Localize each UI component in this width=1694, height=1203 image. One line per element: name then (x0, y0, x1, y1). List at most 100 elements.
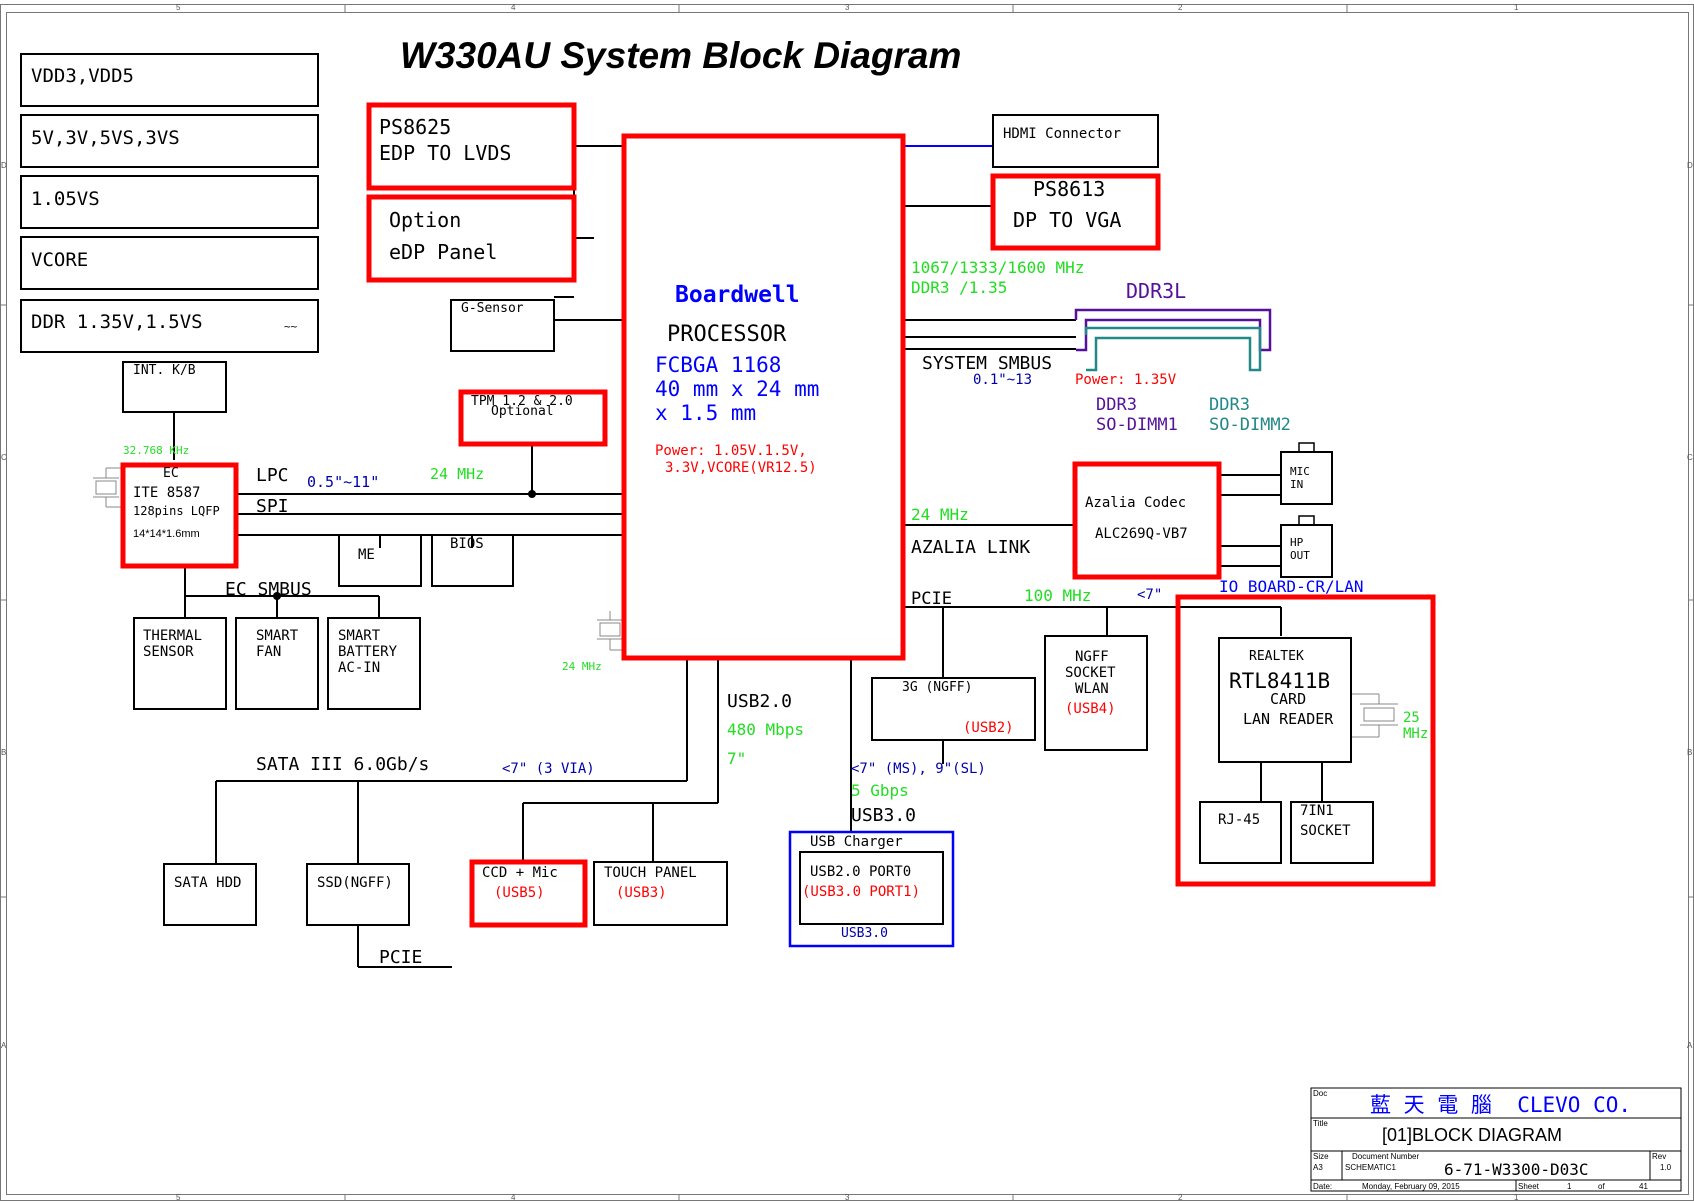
usb-charger-line1: USB2.0 PORT0 (810, 864, 911, 880)
int-kb-label: INT. K/B (133, 363, 196, 378)
junctions (273, 490, 536, 600)
rail-label-105vs: 1.05VS (31, 188, 100, 210)
bios-box (431, 534, 514, 587)
ccd-line2: (USB5) (494, 885, 545, 901)
border-row-d-left: D (1, 161, 7, 170)
border-row-c-right: C (1687, 453, 1693, 462)
ec-size: 14*14*1.6mm (133, 528, 200, 540)
ssd-box (306, 863, 410, 926)
io-board-label: IO BOARD-CR/LAN (1219, 577, 1364, 596)
border-row-d-right: D (1687, 161, 1693, 170)
socket-7in1-line1: 7IN1 (1300, 803, 1334, 819)
ddr-slot-purple (1074, 308, 1272, 352)
ps8625-box (366, 102, 577, 191)
tb-sheet-label: Sheet (1518, 1182, 1540, 1191)
tb-title-label: Title (1313, 1119, 1328, 1128)
border-col-4-bottom: 4 (511, 1193, 516, 1202)
ngff-wlan-box (1044, 635, 1148, 751)
io-board-box (1175, 594, 1436, 887)
ssd-label: SSD(NGFF) (317, 875, 393, 891)
smart-battery-box (327, 617, 421, 710)
usb2-label: USB2.0 (727, 691, 792, 712)
ec-smbus-label: EC SMBUS (225, 579, 312, 600)
title-block (1310, 1087, 1682, 1192)
processor-dims1: 40 mm x 24 mm (655, 377, 819, 401)
tb-size-value: A3 (1313, 1163, 1323, 1172)
pcie-clock: 100 MHz (1024, 586, 1091, 605)
ps8625-line2: EDP TO LVDS (379, 141, 511, 165)
usb3-label: USB3.0 (851, 805, 916, 826)
lpc-label: LPC (256, 465, 289, 486)
hdmi-box (992, 114, 1159, 168)
mic-in-line1: MIC (1290, 465, 1310, 478)
tb-docnum-label: Document Number (1352, 1152, 1419, 1161)
border-row-b-right: B (1687, 748, 1692, 757)
dimm2-line1: DDR3 (1209, 395, 1250, 415)
ddr-speed: 1067/1333/1600 MHz (911, 258, 1084, 277)
g-sensor-box (450, 299, 555, 352)
realtek-clock-1: 25 (1403, 710, 1420, 726)
usb3-length: <7" (MS), 9"(SL) (851, 761, 986, 777)
socket-7in1-line2: SOCKET (1300, 823, 1351, 839)
azalia-codec-line1: Azalia Codec (1085, 495, 1186, 511)
thermal-line1: THERMAL (143, 628, 202, 644)
azalia-codec-line2: ALC269Q-VB7 (1095, 526, 1188, 542)
sata-hdd-label: SATA HDD (174, 875, 241, 891)
ngff-wlan-line4: (USB4) (1065, 701, 1116, 717)
border-row-a-right: A (1687, 1041, 1693, 1050)
smart-battery-line3: AC-IN (338, 660, 380, 676)
usb-charger-title: USB Charger (810, 834, 903, 850)
realtek-line4: LAN READER (1243, 710, 1334, 728)
touch-line1: TOUCH PANEL (604, 865, 697, 881)
tb-sheet-title: [01]BLOCK DIAGRAM (1382, 1125, 1562, 1145)
dimm1-line1: DDR3 (1096, 395, 1137, 415)
tb-date-value: Monday, February 09, 2015 (1362, 1182, 1460, 1191)
rail-box-3 (20, 175, 319, 229)
azalia-codec-box (1072, 461, 1222, 580)
thermal-line2: SENSOR (143, 644, 194, 660)
ddr-slots (1074, 308, 1272, 372)
usb2-length: 7" (727, 749, 746, 768)
tb-sheet-number: 1 (1567, 1182, 1572, 1191)
dimm1-line2: SO-DIMM1 (1096, 415, 1178, 435)
diagram-title: W330AU System Block Diagram (400, 35, 961, 76)
ccd-line1: CCD + Mic (482, 865, 558, 881)
socket-7in1-box (1290, 801, 1374, 864)
smart-battery-line2: BATTERY (338, 644, 398, 660)
border-row-b-left: B (1, 748, 6, 757)
rj45-label: RJ-45 (1218, 812, 1260, 828)
rail-note: ~~ (284, 320, 298, 333)
rail-box-2 (20, 114, 319, 168)
edp-option-line1: Option (389, 208, 461, 232)
smart-fan-box (235, 617, 319, 710)
processor-type: PROCESSOR (667, 322, 787, 347)
touch-line2: (USB3) (616, 885, 667, 901)
ps8613-line1: PS8613 (1033, 177, 1105, 201)
tb-docnum: 6-71-W3300-D03C (1444, 1160, 1589, 1179)
azalia-link-label: AZALIA LINK (911, 537, 1030, 558)
realtek-clock-2: MHz (1403, 726, 1428, 742)
tb-date-label: Date: (1313, 1182, 1332, 1191)
edp-option-box (366, 194, 577, 283)
ddr-slot-label: DDR3L (1126, 279, 1186, 303)
usb-charger-footer: USB3.0 (841, 926, 888, 941)
usb-charger-inner-box (799, 851, 944, 925)
border-col-1-bottom: 1 (1514, 1193, 1519, 1202)
boxes-red (120, 102, 1436, 928)
processor-box (621, 133, 906, 661)
border-row-a-left: A (1, 1041, 7, 1050)
me-box (338, 534, 422, 587)
ps8613-line2: DP TO VGA (1013, 208, 1121, 232)
sata-length: <7" (3 VIA) (502, 761, 595, 777)
crystal-cpu (597, 611, 624, 651)
tb-doc-label: Doc (1313, 1089, 1327, 1098)
rail-box-5 (20, 299, 319, 353)
ngff-3g-line2: (USB2) (963, 720, 1014, 736)
ssd-pcie-label: PCIE (379, 947, 422, 968)
border-col-1-top: 1 (1514, 3, 1519, 12)
usb2-speed: 480 Mbps (727, 720, 804, 739)
system-smbus-length: 0.1"~13 (973, 372, 1032, 388)
realtek-vendor: REALTEK (1249, 649, 1304, 664)
tpm-line2: Optional (491, 404, 554, 419)
